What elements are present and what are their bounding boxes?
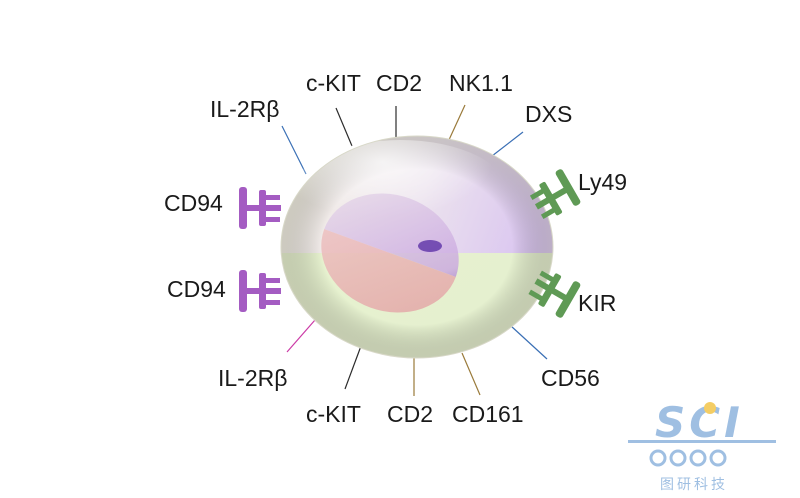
receptor-ly49 — [529, 169, 581, 219]
line-bottom-cd161 — [461, 352, 481, 396]
line-top-ckit — [335, 107, 353, 147]
label-top-il2rb: IL-2Rβ — [210, 96, 279, 122]
label-left-cd94-lower: CD94 — [167, 276, 226, 302]
watermark-sub: 图研科技 — [660, 477, 728, 493]
label-bottom-cd2: CD2 — [387, 401, 433, 427]
receptor-cd94-upper — [239, 187, 281, 229]
receptor-cd94-lower — [239, 270, 281, 312]
label-top-ckit: c-KIT — [306, 70, 361, 96]
watermark-logo: SCI 图研科技 — [628, 398, 776, 493]
sun-icon — [704, 402, 716, 414]
watermark-logo-text: SCI — [655, 398, 744, 447]
label-left-cd94-upper: CD94 — [164, 190, 223, 216]
label-top-dxs: DXS — [525, 101, 572, 127]
label-top-cd2: CD2 — [376, 70, 422, 96]
nucleus — [321, 193, 459, 313]
label-top-nk11: NK1.1 — [449, 70, 513, 96]
label-right-kir: KIR — [578, 290, 616, 316]
line-top-il2rb — [281, 125, 307, 175]
line-bottom-cd56 — [510, 325, 548, 360]
marker-labels: c-KIT CD2 NK1.1 DXS IL-2Rβ CD94 CD94 Ly4… — [164, 70, 627, 427]
connector-lines — [281, 104, 548, 396]
label-bottom-cd56: CD56 — [541, 365, 600, 391]
label-bottom-il2rb: IL-2Rβ — [218, 365, 287, 391]
label-right-ly49: Ly49 — [578, 169, 627, 195]
line-top-dxs — [491, 131, 524, 157]
line-bottom-il2rb — [286, 319, 316, 353]
line-top-nk11 — [447, 104, 466, 143]
line-bottom-ckit — [344, 345, 362, 390]
label-bottom-ckit: c-KIT — [306, 401, 361, 427]
watermark-circles — [649, 449, 727, 467]
label-bottom-cd161: CD161 — [452, 401, 524, 427]
receptor-kir — [528, 270, 581, 318]
